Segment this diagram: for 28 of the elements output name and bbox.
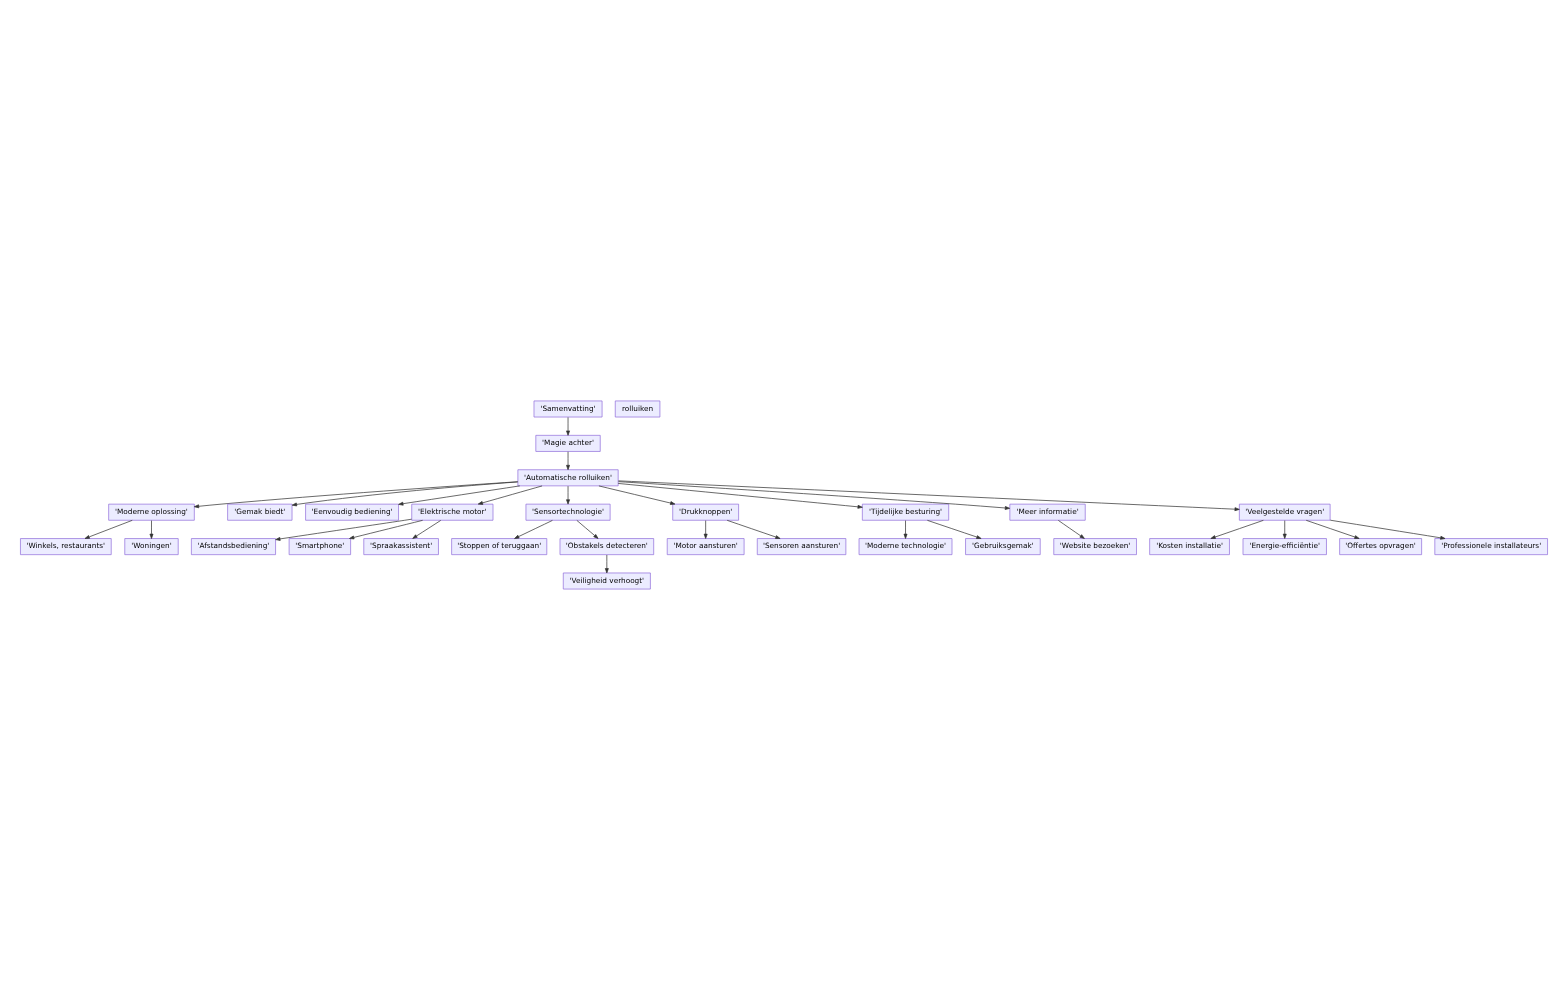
arrow [398, 484, 521, 505]
arrow [598, 484, 676, 504]
arrow [1329, 518, 1446, 539]
arrow [903, 519, 908, 538]
arrow [1210, 518, 1264, 538]
arrow [477, 484, 543, 504]
arrow [149, 519, 154, 538]
arrow [1282, 519, 1287, 538]
arrow [1058, 519, 1085, 538]
arrow [726, 518, 781, 538]
arrow [514, 519, 553, 538]
arrow [618, 479, 1240, 511]
arrow [604, 553, 609, 573]
arrow [566, 450, 570, 470]
arrow [576, 519, 599, 538]
arrow [703, 519, 708, 538]
arrow [193, 480, 519, 508]
arrow [566, 416, 570, 435]
arrow [927, 518, 982, 538]
arrow [617, 482, 863, 508]
arrow [412, 519, 442, 538]
arrow [291, 480, 519, 506]
arrow [84, 518, 133, 538]
arrow [1305, 518, 1360, 538]
arrow [618, 480, 1010, 509]
arrow [275, 517, 412, 540]
arrow [566, 484, 570, 504]
arrow [349, 518, 423, 539]
